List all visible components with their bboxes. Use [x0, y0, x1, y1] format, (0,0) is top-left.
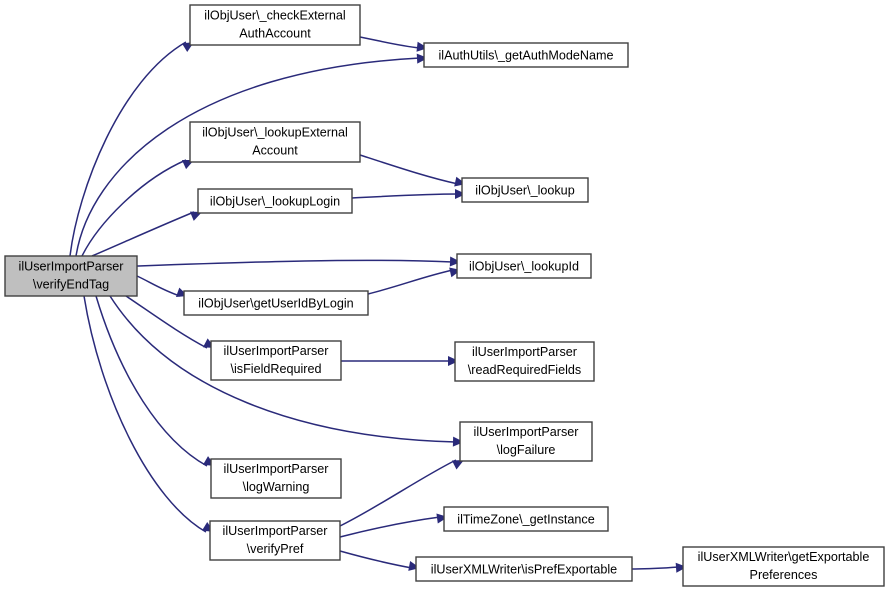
- node-box[interactable]: [189, 121, 361, 163]
- node-label-line1: ilObjUser\_lookupLogin: [210, 194, 340, 208]
- arrowhead-icon: [675, 562, 687, 573]
- node-label-line1: ilUserXMLWriter\getExportable: [698, 550, 870, 564]
- arrowhead-icon: [448, 356, 459, 366]
- call-edge-verifyPref-to-isPrefExportable: [339, 550, 420, 571]
- call-edge-root-to-getAuthModeName: [75, 53, 428, 257]
- graph-node-root[interactable]: ilUserImportParser \verifyEndTag: [4, 255, 138, 297]
- node-box[interactable]: [415, 556, 633, 582]
- node-box[interactable]: [461, 177, 589, 203]
- node-label-line2: Account: [252, 143, 298, 157]
- node-label-line1: ilAuthUtils\_getAuthModeName: [438, 48, 613, 62]
- call-edge-getUserIdByLogin-to-lookupId: [367, 267, 461, 295]
- node-label-line1: ilUserImportParser: [472, 345, 577, 359]
- node-box[interactable]: [197, 188, 353, 214]
- call-edge-root-to-logWarning: [95, 295, 215, 467]
- node-box[interactable]: [459, 421, 593, 462]
- graph-node-lookupLogin[interactable]: ilObjUser\_lookupLogin: [197, 188, 353, 214]
- node-label-line1: ilUserImportParser: [19, 259, 124, 273]
- nodes-layer: ilUserImportParser \verifyEndTag ilObjUser…: [4, 4, 885, 587]
- graph-node-logFailure[interactable]: ilUserImportParser \logFailure: [459, 421, 593, 462]
- call-edge-root-to-verifyPref: [83, 295, 214, 533]
- node-label-line2: \logWarning: [243, 480, 310, 494]
- call-edge-root-to-checkExternalAuthAccount: [69, 41, 194, 257]
- call-edge-lookupExternalAccount-to-lookup: [359, 154, 466, 187]
- graph-node-getAuthModeName[interactable]: ilAuthUtils\_getAuthModeName: [423, 42, 629, 68]
- call-edge-isPrefExportable-to-getExportablePreferences: [631, 562, 687, 573]
- node-box[interactable]: [183, 290, 369, 316]
- node-label-line1: ilObjUser\_lookupExternal: [202, 125, 348, 139]
- arrowhead-icon: [416, 41, 428, 52]
- call-edge-verifyPref-to-logFailure: [339, 459, 464, 527]
- node-label-line1: ilUserImportParser: [224, 344, 329, 358]
- arrowhead-icon: [454, 189, 466, 200]
- node-label-line2: \isFieldRequired: [231, 362, 322, 376]
- call-edge-root-to-lookupExternalAccount: [81, 159, 194, 257]
- call-edge-lookupLogin-to-lookup: [351, 189, 466, 200]
- node-label-line1: ilUserImportParser: [474, 425, 579, 439]
- call-edge-checkExternalAuthAccount-to-getAuthModeName: [359, 36, 428, 52]
- graph-node-isPrefExportable[interactable]: ilUserXMLWriter\isPrefExportable: [415, 556, 633, 582]
- arrowhead-icon: [416, 53, 428, 64]
- node-box[interactable]: [682, 546, 885, 587]
- arrowhead-icon: [451, 460, 464, 470]
- graph-node-logWarning[interactable]: ilUserImportParser \logWarning: [210, 458, 342, 499]
- arrowhead-icon: [436, 513, 448, 524]
- arrowhead-icon: [189, 211, 202, 221]
- node-label-line2: \logFailure: [497, 443, 556, 457]
- graph-node-lookupId[interactable]: ilObjUser\_lookupId: [456, 253, 592, 279]
- node-label-line1: ilObjUser\_lookupId: [469, 259, 579, 273]
- node-box[interactable]: [454, 341, 595, 382]
- node-label-line2: \verifyPref: [247, 542, 304, 556]
- node-box[interactable]: [456, 253, 592, 279]
- graph-node-readRequiredFields[interactable]: ilUserImportParser \readRequiredFields: [454, 341, 595, 382]
- call-edge-verifyPref-to-getInstance: [339, 513, 448, 538]
- node-label-line1: ilUserImportParser: [223, 524, 328, 538]
- node-label-line1: ilObjUser\_lookup: [475, 183, 574, 197]
- arrowhead-icon: [452, 436, 464, 447]
- node-box[interactable]: [443, 506, 609, 532]
- graph-node-getUserIdByLogin[interactable]: ilObjUser\getUserIdByLogin: [183, 290, 369, 316]
- call-edge-isFieldRequired-to-readRequiredFields: [341, 356, 459, 366]
- node-label-line2: \verifyEndTag: [33, 277, 109, 291]
- node-label-line2: \readRequiredFields: [468, 363, 581, 377]
- call-edge-root-to-lookupLogin: [91, 211, 202, 257]
- node-box[interactable]: [189, 4, 361, 46]
- node-box[interactable]: [209, 520, 341, 561]
- node-label-line1: ilUserXMLWriter\isPrefExportable: [431, 562, 617, 576]
- node-label-line1: ilUserImportParser: [224, 462, 329, 476]
- node-label-line1: ilObjUser\_checkExternal: [204, 8, 345, 22]
- arrowhead-icon: [449, 256, 461, 267]
- edges-layer: [69, 36, 687, 573]
- node-label-line1: ilObjUser\getUserIdByLogin: [198, 296, 353, 310]
- node-box[interactable]: [210, 458, 342, 499]
- node-label-line2: AuthAccount: [239, 26, 311, 40]
- node-label-line1: ilTimeZone\_getInstance: [457, 512, 594, 526]
- graph-node-verifyPref[interactable]: ilUserImportParser \verifyPref: [209, 520, 341, 561]
- call-edge-root-to-lookupId: [136, 256, 461, 267]
- graph-node-isFieldRequired[interactable]: ilUserImportParser \isFieldRequired: [210, 340, 342, 381]
- node-box[interactable]: [210, 340, 342, 381]
- call-edge-root-to-getUserIdByLogin: [136, 275, 188, 298]
- graph-node-lookup[interactable]: ilObjUser\_lookup: [461, 177, 589, 203]
- graph-node-getInstance[interactable]: ilTimeZone\_getInstance: [443, 506, 609, 532]
- node-box[interactable]: [4, 255, 138, 297]
- call-edge-root-to-logFailure: [109, 295, 464, 447]
- node-label-line2: Preferences: [750, 568, 818, 582]
- node-box[interactable]: [423, 42, 629, 68]
